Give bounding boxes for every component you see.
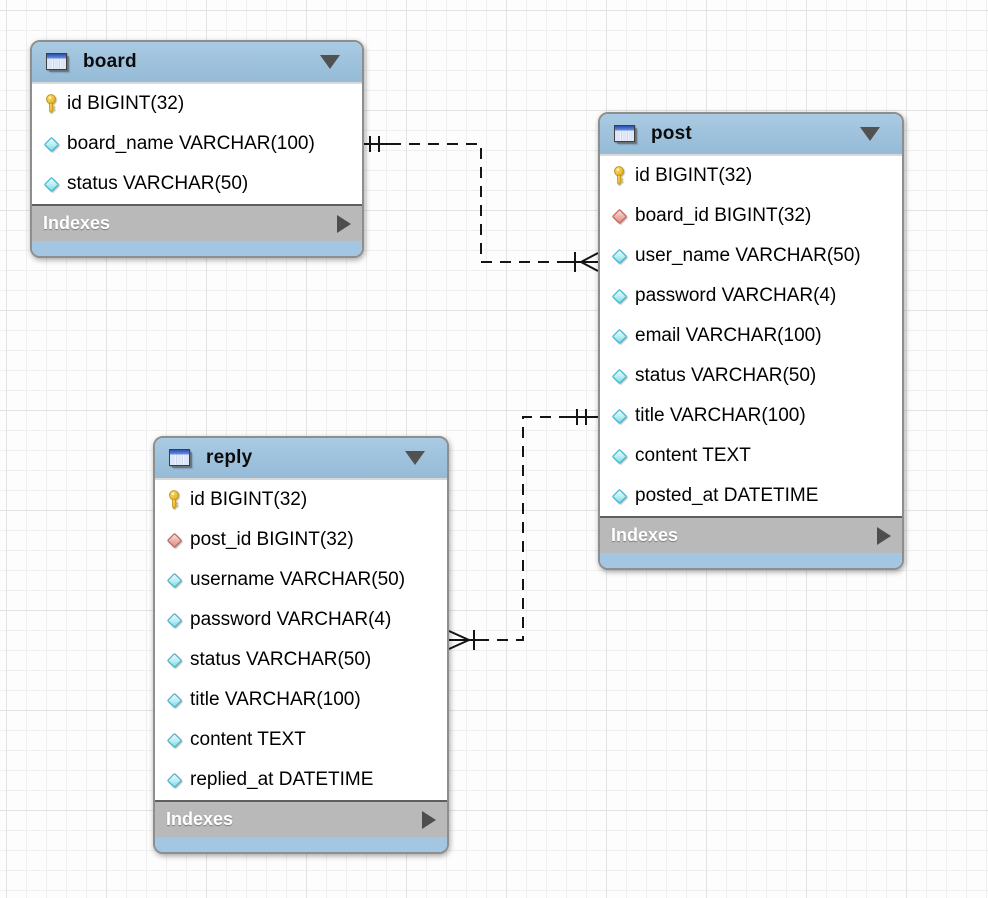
table-column-row[interactable]: posted_at DATETIME xyxy=(600,476,902,516)
table-column-row[interactable]: board_id BIGINT(32) xyxy=(600,196,902,236)
column-label: password VARCHAR(4) xyxy=(635,285,837,306)
attribute-diamond-icon xyxy=(165,612,183,629)
column-label: post_id BIGINT(32) xyxy=(190,529,354,550)
attribute-diamond-icon xyxy=(165,732,183,749)
columns-section: id BIGINT(32) post_id BIGINT(32) usernam… xyxy=(155,480,447,800)
indexes-bar[interactable]: Indexes xyxy=(600,516,902,553)
attribute-diamond-icon xyxy=(610,288,628,305)
column-label: replied_at DATETIME xyxy=(190,769,374,790)
table-column-row[interactable]: content TEXT xyxy=(155,720,447,760)
table-column-row[interactable]: status VARCHAR(50) xyxy=(32,164,362,204)
attribute-diamond-icon xyxy=(610,248,628,265)
attribute-diamond-icon xyxy=(165,692,183,709)
cardinality-one-marker-board xyxy=(369,136,380,152)
table-column-row[interactable]: password VARCHAR(4) xyxy=(600,276,902,316)
column-label: status VARCHAR(50) xyxy=(190,649,372,670)
table-column-row[interactable]: password VARCHAR(4) xyxy=(155,600,447,640)
table-header[interactable]: board xyxy=(32,42,362,84)
table-column-row[interactable]: status VARCHAR(50) xyxy=(600,356,902,396)
table-column-row[interactable]: title VARCHAR(100) xyxy=(600,396,902,436)
foreign-key-diamond-icon xyxy=(165,532,183,549)
table-header[interactable]: reply xyxy=(155,438,447,480)
table-column-row[interactable]: post_id BIGINT(32) xyxy=(155,520,447,560)
table-column-row[interactable]: content TEXT xyxy=(600,436,902,476)
attribute-diamond-icon xyxy=(610,328,628,345)
crow-foot-post xyxy=(580,252,599,272)
table-footer-strip xyxy=(155,837,447,852)
primary-key-icon xyxy=(165,490,183,510)
indexes-bar[interactable]: Indexes xyxy=(155,800,447,837)
table-icon xyxy=(44,51,71,74)
column-label: content TEXT xyxy=(190,729,306,750)
column-label: username VARCHAR(50) xyxy=(190,569,406,590)
table-title: board xyxy=(83,51,137,72)
table-board[interactable]: board id BIGINT(32) board_name VARCHAR(1… xyxy=(30,40,364,258)
expand-indexes-icon[interactable] xyxy=(422,810,436,829)
relationship-end-segments xyxy=(449,416,598,641)
relationship-end-segments xyxy=(364,143,598,263)
table-icon xyxy=(612,123,639,146)
attribute-diamond-icon xyxy=(165,572,183,589)
columns-section: id BIGINT(32) board_name VARCHAR(100) st… xyxy=(32,84,362,204)
column-label: id BIGINT(32) xyxy=(190,489,308,510)
table-column-row[interactable]: title VARCHAR(100) xyxy=(155,680,447,720)
column-label: content TEXT xyxy=(635,445,751,466)
columns-section: id BIGINT(32) board_id BIGINT(32) user_n… xyxy=(600,156,902,516)
primary-key-icon xyxy=(42,94,60,114)
expand-indexes-icon[interactable] xyxy=(877,526,891,545)
indexes-label: Indexes xyxy=(166,809,234,829)
table-icon xyxy=(167,447,194,470)
table-column-row[interactable]: replied_at DATETIME xyxy=(155,760,447,800)
indexes-bar[interactable]: Indexes xyxy=(32,204,362,241)
column-label: status VARCHAR(50) xyxy=(67,173,249,194)
table-column-row[interactable]: board_name VARCHAR(100) xyxy=(32,124,362,164)
column-label: user_name VARCHAR(50) xyxy=(635,245,861,266)
column-label: password VARCHAR(4) xyxy=(190,609,392,630)
indexes-label: Indexes xyxy=(43,213,111,233)
attribute-diamond-icon xyxy=(165,652,183,669)
table-reply[interactable]: reply id BIGINT(32) post_id BIGINT(32) u… xyxy=(153,436,449,854)
table-title: reply xyxy=(206,447,253,468)
column-label: status VARCHAR(50) xyxy=(635,365,817,386)
column-label: email VARCHAR(100) xyxy=(635,325,822,346)
attribute-diamond-icon xyxy=(165,772,183,789)
attribute-diamond-icon xyxy=(610,408,628,425)
table-footer-strip xyxy=(32,241,362,256)
attribute-diamond-icon xyxy=(610,488,628,505)
table-column-row[interactable]: id BIGINT(32) xyxy=(32,84,362,124)
table-column-row[interactable]: id BIGINT(32) xyxy=(155,480,447,520)
relationship-board-post[interactable] xyxy=(364,136,599,272)
attribute-diamond-icon xyxy=(610,368,628,385)
expand-indexes-icon[interactable] xyxy=(337,214,351,233)
column-label: id BIGINT(32) xyxy=(635,165,753,186)
table-column-row[interactable]: username VARCHAR(50) xyxy=(155,560,447,600)
relationship-post-reply[interactable] xyxy=(448,409,598,650)
collapse-arrow-icon[interactable] xyxy=(405,451,425,465)
table-column-row[interactable]: user_name VARCHAR(50) xyxy=(600,236,902,276)
table-post[interactable]: post id BIGINT(32) board_id BIGINT(32) u… xyxy=(598,112,904,570)
table-column-row[interactable]: status VARCHAR(50) xyxy=(155,640,447,680)
primary-key-icon xyxy=(610,166,628,186)
table-footer-strip xyxy=(600,553,902,568)
attribute-diamond-icon xyxy=(42,176,60,193)
collapse-arrow-icon[interactable] xyxy=(860,127,880,141)
column-label: posted_at DATETIME xyxy=(635,485,819,506)
attribute-diamond-icon xyxy=(610,448,628,465)
column-label: id BIGINT(32) xyxy=(67,93,185,114)
cardinality-one-marker-post xyxy=(576,409,587,425)
column-label: board_name VARCHAR(100) xyxy=(67,133,315,154)
foreign-key-diamond-icon xyxy=(610,208,628,225)
table-title: post xyxy=(651,123,692,144)
column-label: board_id BIGINT(32) xyxy=(635,205,812,226)
column-label: title VARCHAR(100) xyxy=(190,689,361,710)
table-column-row[interactable]: id BIGINT(32) xyxy=(600,156,902,196)
table-header[interactable]: post xyxy=(600,114,902,156)
attribute-diamond-icon xyxy=(42,136,60,153)
collapse-arrow-icon[interactable] xyxy=(320,55,340,69)
crow-foot-reply xyxy=(448,630,470,650)
indexes-label: Indexes xyxy=(611,525,679,545)
column-label: title VARCHAR(100) xyxy=(635,405,806,426)
table-column-row[interactable]: email VARCHAR(100) xyxy=(600,316,902,356)
